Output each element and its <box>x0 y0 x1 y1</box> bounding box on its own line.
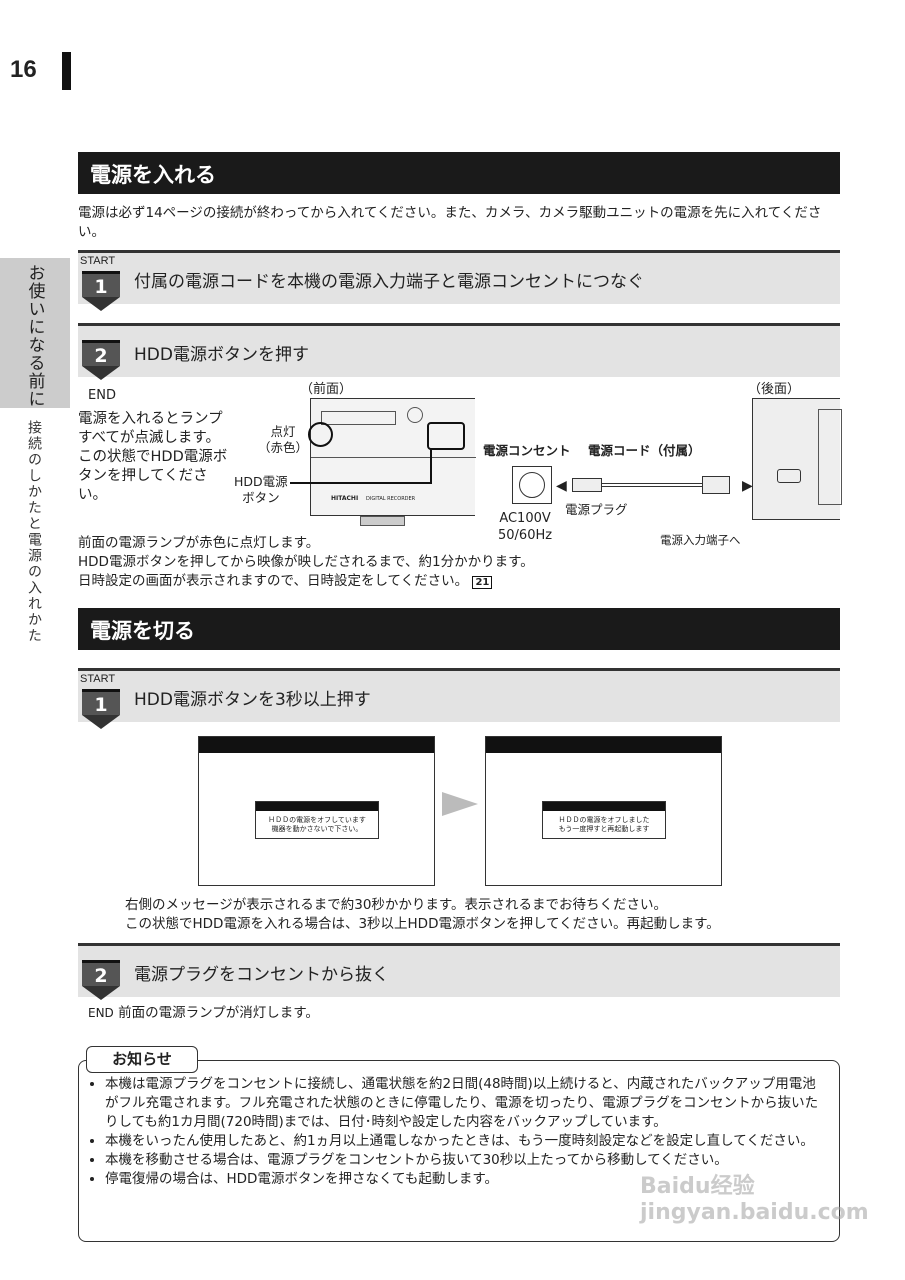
screen-powered-off: ＨＤＤの電源をオフしましたもう一度押すと再起動します <box>485 736 722 886</box>
step-1-off: START 1 HDD電源ボタンを3秒以上押す <box>78 668 840 729</box>
chapter-title: お使いになる前に <box>24 264 45 408</box>
dialog-message: ＨＤＤの電源をオフしています機器を動かさないで下さい。 <box>255 801 379 839</box>
notice-label: お知らせ <box>86 1046 198 1073</box>
step-text: HDD電源ボタンを3秒以上押す <box>134 690 371 710</box>
chapter-tab: お使いになる前に <box>0 258 70 408</box>
dialog-message: ＨＤＤの電源をオフしましたもう一度押すと再起動します <box>542 801 666 839</box>
step-number-icon: 2 <box>82 340 120 380</box>
screen-captions: 右側のメッセージが表示されるまで約30秒かかります。表示されるまでお待ちください… <box>125 897 720 932</box>
input-terminal-label: 電源入力端子へ <box>660 533 741 547</box>
section-header-power-off: 電源を切る <box>78 608 840 650</box>
start-label: START <box>80 255 116 267</box>
watermark: Baidu经验 jingyan.baidu.com <box>640 1174 869 1225</box>
notice-item: 本機は電源プラグをコンセントに接続し、通電状態を約2日間(48時間)以上続けると… <box>105 1075 829 1132</box>
end-note: END 前面の電源ランプが消灯します。 <box>88 1005 319 1021</box>
front-label: （前面） <box>300 382 353 397</box>
step-number-icon: 1 <box>82 271 120 311</box>
recorder-rear-illustration <box>752 398 842 520</box>
step-text: 付属の電源コードを本機の電源入力端子と電源コンセントにつなぐ <box>134 272 644 292</box>
arrow-right-icon: ▶ <box>742 478 753 494</box>
step-1-on: START 1 付属の電源コードを本機の電源入力端子と電源コンセントにつなぐ <box>78 250 840 311</box>
model-label: DIGITAL RECORDER <box>366 496 416 502</box>
step-2-off: 2 電源プラグをコンセントから抜く <box>78 943 840 1000</box>
hdd-button-highlight <box>427 422 465 450</box>
step-number-icon: 2 <box>82 960 120 1000</box>
lamp-label: 点灯（赤色） <box>258 424 309 455</box>
page-ref[interactable]: 21 <box>472 576 493 589</box>
cord-label: 電源コード（付属） <box>588 443 701 458</box>
start-label: START <box>80 673 116 685</box>
recorder-front-illustration: HITACHI DIGITAL RECORDER <box>310 398 476 516</box>
recorder-foot <box>360 516 405 526</box>
intro-text: 電源は必ず14ページの接続が終わってから入れてください。また、カメラ、カメラ駆動… <box>78 205 822 240</box>
hdd-button-label: HDD電源ボタン <box>234 474 288 505</box>
step-2-on: 2 HDD電源ボタンを押す <box>78 323 840 380</box>
notice-item: 本機をいったん使用したあと、約1ヵ月以上通電しなかったときは、もう一度時刻設定な… <box>105 1132 829 1151</box>
brand-logo: HITACHI <box>331 495 359 502</box>
step-number-icon: 1 <box>82 689 120 729</box>
leader-line <box>290 482 430 484</box>
left-note: 電源を入れるとランプすべてが点滅します。この状態でHDD電源ボタンを押してくださ… <box>78 411 228 503</box>
arrow-right-icon <box>442 792 478 816</box>
outlet-icon <box>512 466 552 504</box>
section-header-power-on: 電源を入れる <box>78 152 840 194</box>
step-text: HDD電源ボタンを押す <box>134 345 309 365</box>
outlet-label: 電源コンセント <box>483 443 571 458</box>
page-number-bar <box>62 52 71 90</box>
step-text: 電源プラグをコンセントから抜く <box>134 965 389 985</box>
page-number: 16 <box>10 56 37 83</box>
rear-label: （後面） <box>748 382 801 397</box>
screen-powering-off: ＨＤＤの電源をオフしています機器を動かさないで下さい。 <box>198 736 435 886</box>
power-on-notes: 前面の電源ランプが赤色に点灯します。HDD電源ボタンを押してから映像が映しだされ… <box>78 535 534 589</box>
notice-item: 本機を移動させる場合は、電源プラグをコンセントから抜いて30秒以上たってから移動… <box>105 1151 829 1170</box>
section-title-vertical: 接続のしかたと電源の入れかた <box>26 420 42 644</box>
notice-item: 停電復帰の場合は、HDD電源ボタンを押さなくても起動します。 <box>105 1170 829 1189</box>
leader-line <box>430 448 432 484</box>
end-label: END <box>88 388 116 403</box>
lamp-highlight <box>308 422 333 447</box>
power-cord-illustration <box>572 476 732 494</box>
arrow-left-icon: ◀ <box>556 478 567 494</box>
plug-label: 電源プラグ <box>565 502 628 517</box>
notice-box: 本機は電源プラグをコンセントに接続し、通電状態を約2日間(48時間)以上続けると… <box>78 1060 840 1242</box>
